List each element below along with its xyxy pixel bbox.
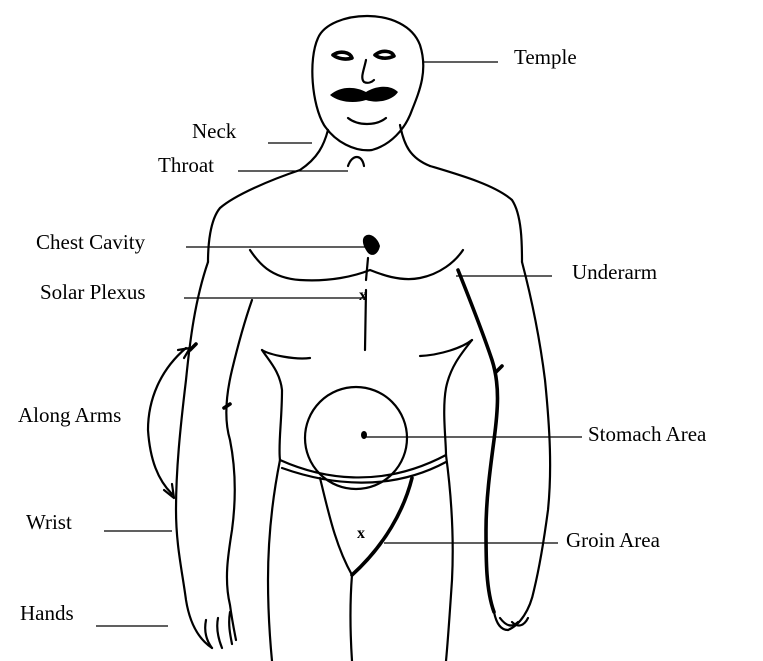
nose xyxy=(362,60,374,83)
left-leg-outer xyxy=(268,460,280,661)
right-arm-inner xyxy=(458,270,498,612)
label-wrist: Wrist xyxy=(26,512,72,533)
solar-plexus-marker: x xyxy=(359,288,367,304)
label-temple: Temple xyxy=(514,47,577,68)
chest-cavity-mark xyxy=(363,235,380,255)
throat-notch xyxy=(348,157,364,166)
left-waist xyxy=(262,350,282,460)
right-arm-tick xyxy=(496,366,502,372)
neck-left xyxy=(300,130,328,170)
right-shoulder xyxy=(430,166,522,262)
label-underarm: Underarm xyxy=(572,262,657,283)
label-solar-plexus: Solar Plexus xyxy=(40,282,146,303)
label-chest-cavity: Chest Cavity xyxy=(36,232,145,253)
moustache xyxy=(330,87,398,102)
left-eye xyxy=(333,52,352,59)
left-shoulder xyxy=(208,170,300,262)
label-along-arms: Along Arms xyxy=(18,405,121,426)
label-hands: Hands xyxy=(20,603,74,624)
right-arm-outer xyxy=(508,262,550,630)
label-neck: Neck xyxy=(192,121,236,142)
right-waist xyxy=(444,340,472,455)
label-throat: Throat xyxy=(158,155,214,176)
right-eye xyxy=(375,51,394,58)
left-arm-tick-2 xyxy=(224,404,230,408)
chest-line xyxy=(250,250,463,280)
left-hand-fingers xyxy=(205,612,232,648)
left-flank xyxy=(262,350,310,358)
groin-left xyxy=(320,478,352,575)
right-flank xyxy=(420,340,472,356)
label-stomach-area: Stomach Area xyxy=(588,424,706,445)
along-arms-arrow xyxy=(148,348,186,494)
left-arm-inner xyxy=(226,300,252,640)
navel xyxy=(361,431,367,439)
neck-right xyxy=(400,125,430,166)
groin-marker: x xyxy=(357,526,365,542)
label-groin-area: Groin Area xyxy=(566,530,660,551)
left-arm-outer xyxy=(176,262,212,648)
left-leg-inner xyxy=(351,575,353,661)
chin xyxy=(348,118,386,124)
right-leg-outer xyxy=(446,455,453,661)
